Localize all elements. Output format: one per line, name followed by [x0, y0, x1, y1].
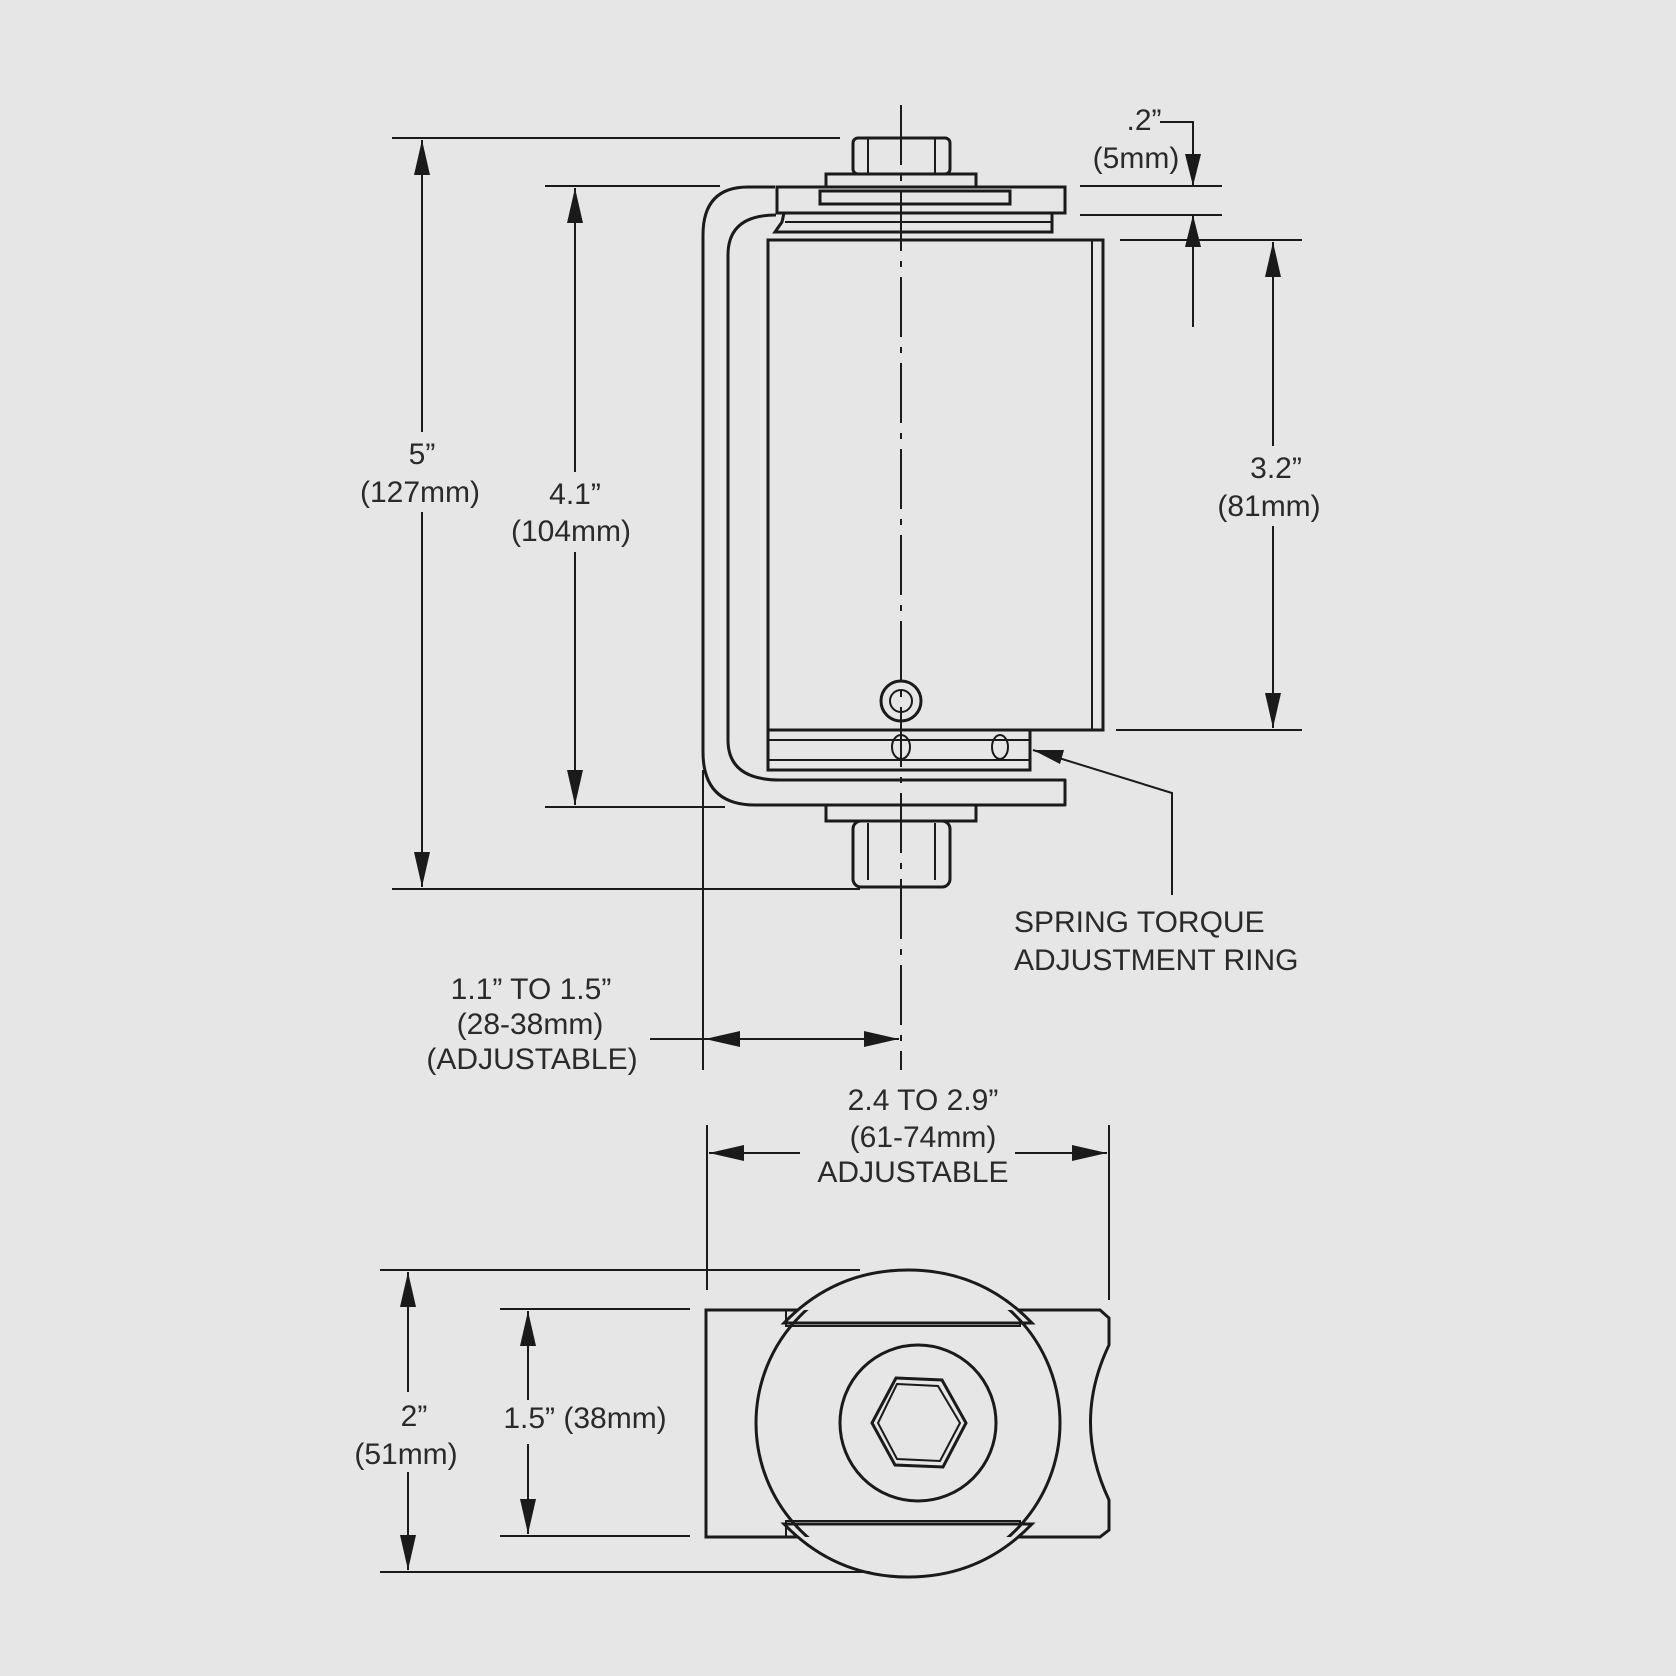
body-height-in: 3.2” — [1250, 452, 1302, 485]
plate-height-text: 1.5” (38mm) — [503, 1402, 666, 1435]
offset-note: (ADJUSTABLE) — [426, 1043, 637, 1076]
offset-in: 1.1” TO 1.5” — [451, 973, 612, 1006]
width-note: ADJUSTABLE — [817, 1156, 1008, 1189]
plan-view — [704, 1268, 1111, 1579]
dimension-body-height: 3.2” (81mm) — [1205, 242, 1340, 728]
bracket-height-in: 4.1” — [549, 478, 601, 511]
hex-nut-top-view — [870, 1376, 968, 1469]
dimension-overall-height: 5” (127mm) — [350, 140, 490, 887]
adjustment-ring-callout: SPRING TORQUE ADJUSTMENT RING — [1014, 749, 1298, 977]
dimension-top-gap: .2” (5mm) — [1093, 104, 1201, 327]
spring-cylinder — [766, 238, 1105, 732]
width-in: 2.4 TO 2.9” — [848, 1084, 999, 1117]
top-gap-in: .2” — [1126, 104, 1161, 137]
spring-torque-adjustment-ring — [766, 728, 1032, 772]
overall-height-mm: (127mm) — [360, 476, 480, 509]
extension-lines — [392, 137, 1302, 1070]
dimension-plate-height: 1.5” (38mm) — [494, 1311, 674, 1534]
ring-callout-line2: ADJUSTMENT RING — [1014, 944, 1298, 977]
dimension-bracket-height: 4.1” (104mm) — [500, 188, 650, 805]
bracket-height-mm: (104mm) — [511, 515, 631, 548]
offset-mm: (28-38mm) — [457, 1008, 604, 1041]
plan-height-mm: (51mm) — [354, 1438, 457, 1471]
top-gap-mm: (5mm) — [1093, 142, 1180, 175]
ring-callout-line1: SPRING TORQUE — [1014, 906, 1265, 939]
dimension-plan-height: 2” (51mm) — [340, 1272, 470, 1570]
overall-height-in: 5” — [409, 438, 436, 471]
dimension-width-adjustable: 2.4 TO 2.9” (61-74mm) ADJUSTABLE — [706, 1084, 1110, 1300]
ring-hole — [991, 734, 1009, 760]
body-height-mm: (81mm) — [1217, 490, 1320, 523]
dimension-offset: 1.1” TO 1.5” (28-38mm) (ADJUSTABLE) — [426, 973, 899, 1076]
plan-extension-lines — [380, 1269, 870, 1573]
elevation-view — [701, 105, 1105, 1070]
disc-bottom-edge — [780, 1522, 1036, 1579]
plan-height-in: 2” — [401, 1400, 428, 1433]
width-mm: (61-74mm) — [850, 1121, 997, 1154]
disc-top-edge — [780, 1268, 1036, 1325]
